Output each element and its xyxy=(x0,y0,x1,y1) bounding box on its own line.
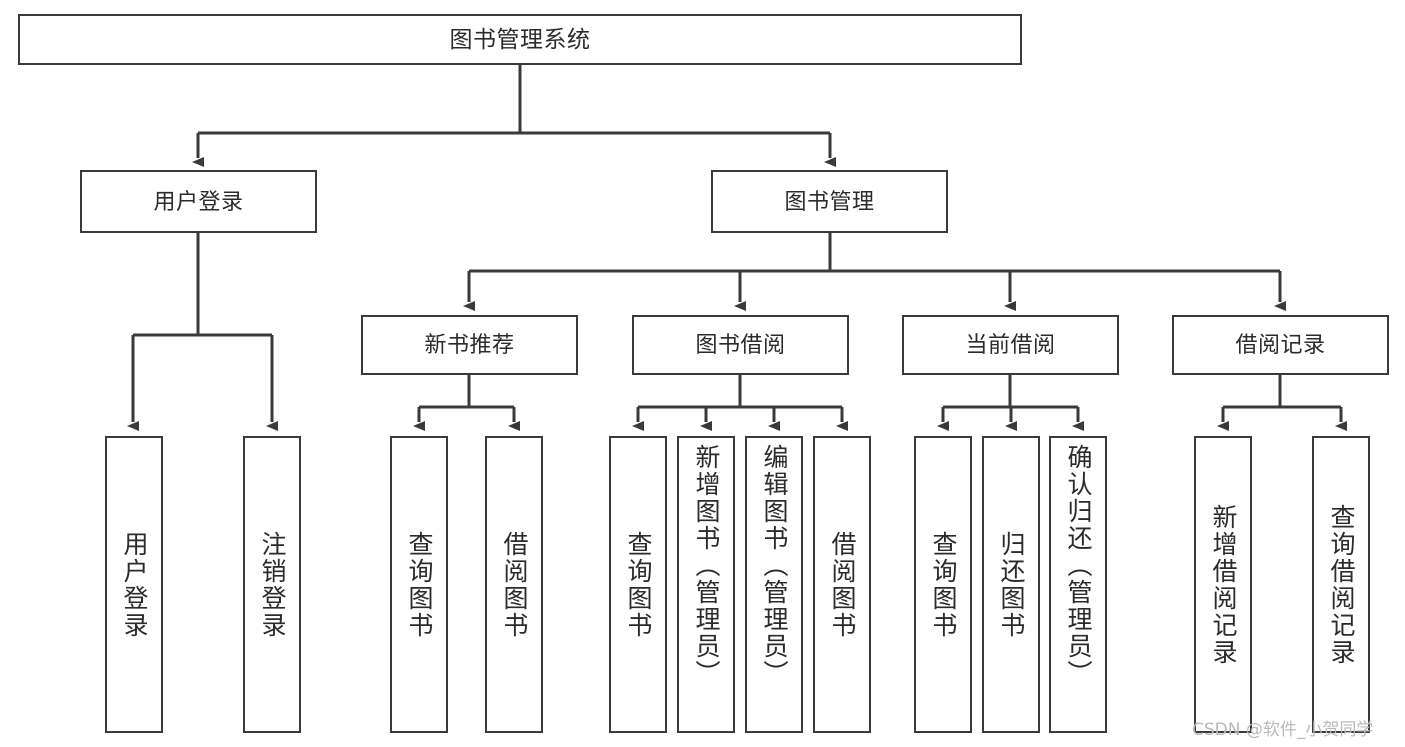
node-label: 图书借阅 xyxy=(695,332,786,357)
node-label: 新书推荐 xyxy=(424,332,515,357)
node-label: 新增图书（管理员） xyxy=(692,444,720,687)
node-label: 查询图书 xyxy=(929,530,957,639)
watermark-text: CSDN @软件_小贺同学 xyxy=(1192,720,1374,740)
node-label: 图书管理系统 xyxy=(449,26,591,52)
node-label: 用户登录 xyxy=(120,530,148,639)
node-current-borrow[interactable]: 当前借阅 xyxy=(902,315,1119,375)
leaf-add-book-admin[interactable]: 新增图书（管理员） xyxy=(677,436,735,733)
leaf-borrow-book[interactable]: 借阅图书 xyxy=(813,436,871,733)
leaf-edit-book-admin[interactable]: 编辑图书（管理员） xyxy=(745,436,803,733)
leaf-query-book-current[interactable]: 查询图书 xyxy=(914,436,972,733)
leaf-confirm-return-admin[interactable]: 确认归还（管理员） xyxy=(1049,436,1107,733)
node-label: 确认归还（管理员） xyxy=(1064,444,1092,687)
node-label: 用户登录 xyxy=(153,188,244,214)
node-label: 借阅记录 xyxy=(1235,332,1326,357)
node-book-borrow[interactable]: 图书借阅 xyxy=(632,315,849,375)
node-label: 借阅图书 xyxy=(828,530,856,639)
node-book-management[interactable]: 图书管理 xyxy=(711,170,948,233)
leaf-query-book-new[interactable]: 查询图书 xyxy=(390,436,448,733)
leaf-user-login[interactable]: 用户登录 xyxy=(105,436,163,733)
leaf-query-borrow-record[interactable]: 查询借阅记录 xyxy=(1312,436,1370,733)
node-label: 借阅图书 xyxy=(500,530,528,639)
node-label: 查询图书 xyxy=(624,530,652,639)
node-label: 图书管理 xyxy=(784,188,875,214)
leaf-add-borrow-record[interactable]: 新增借阅记录 xyxy=(1194,436,1252,733)
leaf-borrow-book-new[interactable]: 借阅图书 xyxy=(485,436,543,733)
leaf-user-logout[interactable]: 注销登录 xyxy=(243,436,301,733)
node-label: 当前借阅 xyxy=(965,332,1056,357)
node-label: 注销登录 xyxy=(258,530,286,639)
node-user-login[interactable]: 用户登录 xyxy=(80,170,317,233)
node-borrow-record[interactable]: 借阅记录 xyxy=(1172,315,1389,375)
node-label: 查询借阅记录 xyxy=(1327,503,1355,666)
node-label: 归还图书 xyxy=(997,530,1025,639)
node-label: 编辑图书（管理员） xyxy=(760,444,788,687)
leaf-query-book-borrow[interactable]: 查询图书 xyxy=(609,436,667,733)
node-label: 查询图书 xyxy=(405,530,433,639)
node-new-book-recommend[interactable]: 新书推荐 xyxy=(361,315,578,375)
node-root-system[interactable]: 图书管理系统 xyxy=(18,14,1022,65)
node-label: 新增借阅记录 xyxy=(1209,503,1237,666)
leaf-return-book[interactable]: 归还图书 xyxy=(982,436,1040,733)
